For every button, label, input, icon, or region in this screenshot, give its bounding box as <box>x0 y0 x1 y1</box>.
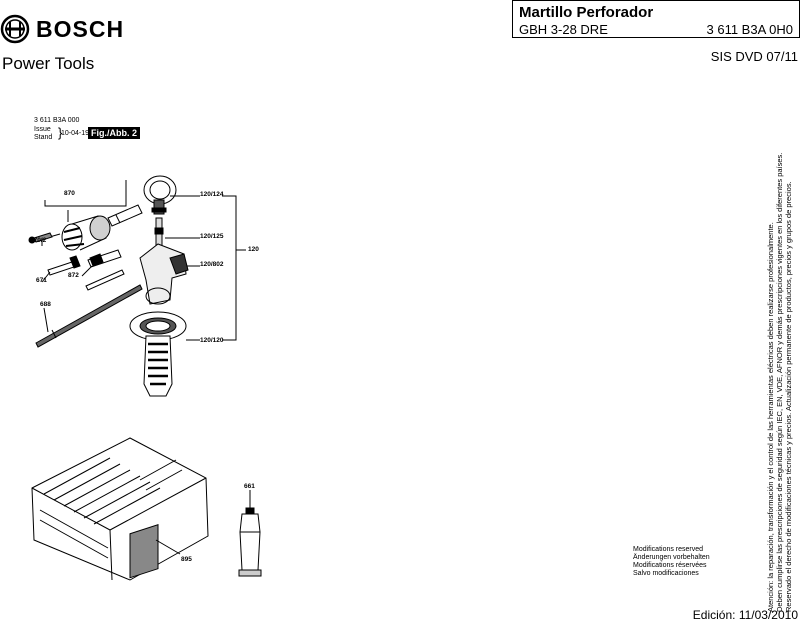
callout-872: 872 <box>68 272 79 279</box>
callout-688: 688 <box>40 301 51 308</box>
brand: BOSCH <box>0 14 124 44</box>
callout-895: 895 <box>181 556 192 563</box>
figure-label: Fig./Abb. 2 <box>88 127 140 139</box>
note-es: Salvo modificaciones <box>633 570 699 577</box>
disclaimer-line-2: Deben cumplirse las prescripciones de se… <box>775 152 784 612</box>
issue-label: Issue Stand <box>34 126 53 141</box>
depth-gauge-ring-part <box>143 175 177 215</box>
drawing-code: 3 611 B3A 000 <box>34 117 80 124</box>
bracket-870 <box>44 180 127 207</box>
callout-120-120: 120/120 <box>200 337 224 344</box>
callout-120-125: 120/125 <box>200 233 224 240</box>
callout-120-802: 120/802 <box>200 261 224 268</box>
model-number: GBH 3-28 DRE <box>519 22 608 37</box>
issue-date: 10-04-19 <box>61 130 90 137</box>
bosch-logo-icon <box>0 14 30 44</box>
callout-870-2: 870/2 <box>30 237 47 244</box>
part-code: 3 611 B3A 0H0 <box>706 22 794 37</box>
chuck-adapter-shaft <box>107 204 143 227</box>
modification-notes: Modifications reserved Änderungen vorbeh… <box>633 546 710 578</box>
callout-120-124: 120/124 <box>200 191 224 198</box>
callout-661: 661 <box>244 483 255 490</box>
carrying-case-part <box>31 437 209 581</box>
note-de: Änderungen vorbehalten <box>633 554 710 561</box>
sis-version: SIS DVD 07/11 <box>710 49 798 64</box>
grease-tube-661-part <box>238 490 262 577</box>
title-box: Martillo Perforador GBH 3-28 DRE 3 611 B… <box>512 0 800 38</box>
depth-rod-688-part <box>35 284 143 348</box>
brand-name: BOSCH <box>36 15 125 42</box>
callout-870: 870 <box>64 190 75 197</box>
disclaimer-vertical: Atención: la reparación, transformación … <box>766 72 793 612</box>
handle-grip-120-120-part <box>129 311 187 397</box>
callout-120: 120 <box>248 246 259 253</box>
screw-870-2-part <box>28 232 53 244</box>
edition-date: Edición: 11/03/2010 <box>692 608 798 622</box>
drill-chuck-part <box>45 215 111 251</box>
note-fr: Modifications réservées <box>633 562 707 569</box>
bracket-120 <box>222 195 237 341</box>
adapter-872-part <box>85 249 125 291</box>
note-en: Modifications reserved <box>633 546 704 553</box>
brand-subtitle: Power Tools <box>2 54 95 73</box>
disclaimer-line-1: Atención: la reparación, transformación … <box>766 222 775 612</box>
document-title: Martillo Perforador <box>519 4 654 21</box>
handle-body-120-802-part <box>139 243 189 305</box>
disclaimer-line-3: Reservado el derecho de modificaciones t… <box>784 181 793 612</box>
callout-671: 671 <box>36 277 47 284</box>
issue-brace: } <box>58 125 63 140</box>
